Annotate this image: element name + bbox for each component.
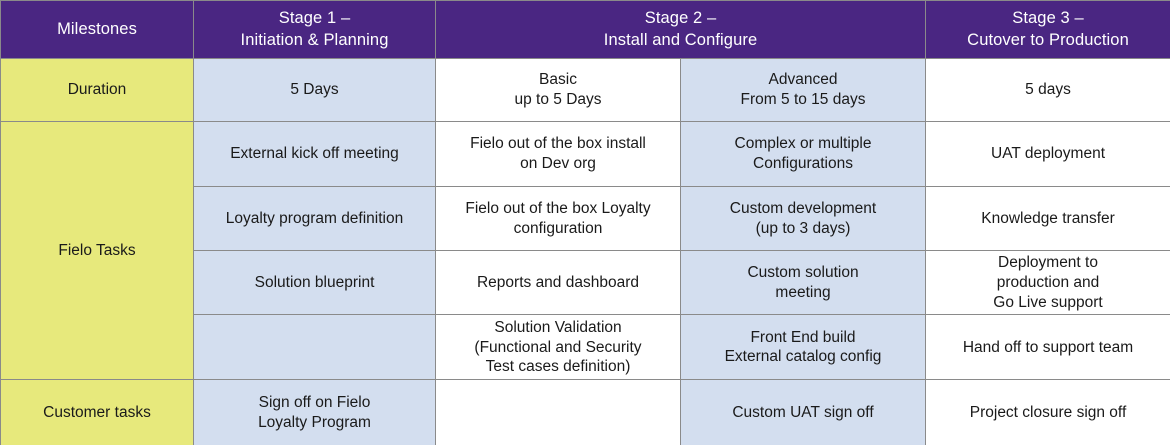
cell-fielo-task-1-stage3: UAT deployment	[925, 121, 1170, 187]
cell-fielo-task-2-stage2-advanced: Custom development (up to 3 days)	[679, 186, 927, 251]
cell-duration-stage2-advanced: Advanced From 5 to 15 days	[679, 58, 927, 122]
table-row: Customer tasks Sign off on Fielo Loyalty…	[0, 379, 1170, 445]
cell-fielo-task-4-stage2-advanced: Front End build External catalog config	[679, 314, 927, 381]
cell-fielo-task-4-stage3: Hand off to support team	[925, 314, 1170, 381]
cell-fielo-task-3-stage2-basic: Reports and dashboard	[435, 249, 681, 316]
cell-fielo-task-1-stage2-advanced: Complex or multiple Configurations	[679, 121, 927, 187]
table-row: Solution Validation (Functional and Secu…	[1, 314, 1170, 381]
milestone-cell-duration: Duration	[0, 58, 194, 122]
table-body: Duration 5 Days Basic up to 5 Days Advan…	[0, 58, 1170, 445]
milestone-cell-customer-tasks: Customer tasks	[0, 379, 194, 445]
column-header-milestones: Milestones	[0, 0, 194, 59]
cell-fielo-task-3-stage3: Deployment to production and Go Live sup…	[925, 249, 1170, 316]
cell-fielo-task-4-stage2-basic: Solution Validation (Functional and Secu…	[435, 314, 681, 381]
column-header-stage-3: Stage 3 – Cutover to Production	[925, 0, 1170, 59]
cell-customer-task-stage2-advanced: Custom UAT sign off	[679, 379, 927, 445]
cell-fielo-task-2-stage2-basic: Fielo out of the box Loyalty configurati…	[435, 186, 681, 251]
cell-customer-task-stage2-basic	[435, 379, 681, 445]
milestone-cell-fielo-tasks: Fielo Tasks	[0, 120, 194, 381]
cell-fielo-task-1-stage2-basic: Fielo out of the box install on Dev org	[435, 121, 681, 187]
cell-duration-stage3: 5 days	[925, 58, 1170, 122]
table-row: Fielo Tasks External kick off meeting Fi…	[0, 120, 1170, 381]
table-row: Duration 5 Days Basic up to 5 Days Advan…	[0, 58, 1170, 122]
column-header-stage-1: Stage 1 – Initiation & Planning	[193, 0, 436, 59]
cell-customer-task-stage1: Sign off on Fielo Loyalty Program	[193, 379, 436, 445]
cell-duration-stage1: 5 Days	[193, 58, 436, 122]
table-row: Loyalty program definition Fielo out of …	[1, 186, 1170, 251]
cell-customer-task-stage3: Project closure sign off	[925, 379, 1170, 445]
header-row: Milestones Stage 1 – Initiation & Planni…	[0, 0, 1170, 59]
cell-fielo-task-4-stage1	[193, 314, 436, 381]
cell-fielo-task-3-stage2-advanced: Custom solution meeting	[679, 249, 927, 316]
cell-duration-stage2-basic: Basic up to 5 Days	[435, 58, 681, 122]
column-header-stage-2: Stage 2 – Install and Configure	[434, 0, 927, 59]
cell-fielo-task-3-stage1: Solution blueprint	[193, 249, 436, 316]
cell-fielo-task-2-stage3: Knowledge transfer	[925, 186, 1170, 251]
cell-fielo-task-1-stage1: External kick off meeting	[193, 121, 436, 187]
cell-fielo-task-2-stage1: Loyalty program definition	[193, 186, 436, 251]
table-row: Solution blueprint Reports and dashboard…	[1, 249, 1170, 316]
table-header: Milestones Stage 1 – Initiation & Planni…	[0, 0, 1170, 59]
